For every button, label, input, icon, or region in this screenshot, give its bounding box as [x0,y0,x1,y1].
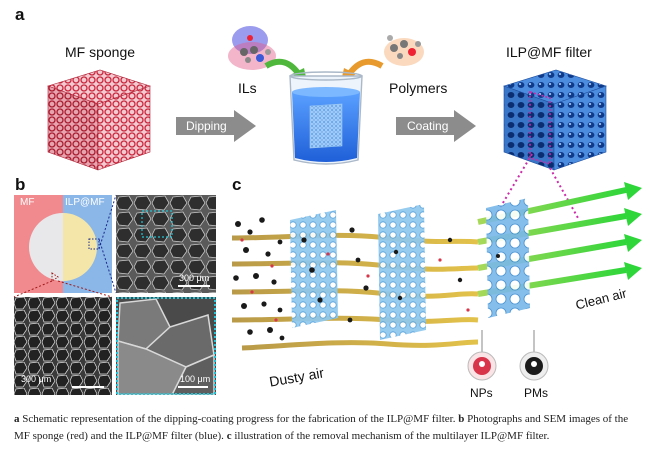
panel-label-c: c [232,175,242,194]
coating-arrow [396,110,476,142]
dipping-arrow [176,110,256,142]
sem-scale-label-1: 300 μm [179,273,210,283]
caption-b-text: Photographs and SEM images of the MF spo… [14,413,629,442]
nanoparticles [240,238,470,322]
filter-layer-2 [378,204,426,340]
ils-label: ILs [238,80,257,96]
particles [233,217,500,341]
nps-label: NPs [470,386,493,400]
mf-sponge-label: MF sponge [65,44,136,60]
panel-label-b: b [15,175,26,194]
sponge-photograph [14,195,112,293]
caption-c-letter: c [226,430,232,442]
photo-mf-label: MF [20,197,35,208]
photo-ilp-mf-label: ILP@MF [65,197,105,208]
caption-c-text: illustration of the removal mechanism of… [231,430,550,442]
sem-scale-label-3: 100 μm [180,374,211,384]
figure-caption: a Schematic representation of the dippin… [14,411,638,445]
mf-sponge-cube [47,69,151,171]
sem-image-zoom [116,297,216,395]
beaker-icon [289,71,363,165]
panel-b-connector-lines [13,194,117,298]
pms-label: PMs [524,386,548,400]
caption-a-text: Schematic representation of the dipping-… [19,413,459,425]
caption-b-letter: b [458,413,465,425]
sem-image-mf [14,297,112,395]
coating-label: Coating [407,119,449,133]
ilp-mf-filter-cube [503,69,607,171]
filter-layer-3 [486,198,530,318]
sem-scale-label-2: 300 μm [21,374,52,384]
sem-image-ilp-mf [116,195,216,293]
polymer-molecule-icon [384,35,424,66]
caption-a-letter: a [14,413,20,425]
panel-label-a: a [15,5,25,24]
skull-icon [531,361,537,367]
polymers-label: Polymers [389,80,448,96]
filter-label: ILP@MF filter [506,44,592,60]
dipping-label: Dipping [186,119,227,133]
ionic-liquid-molecule-icon [228,26,276,70]
filtration-mechanism-diagram [231,182,642,381]
